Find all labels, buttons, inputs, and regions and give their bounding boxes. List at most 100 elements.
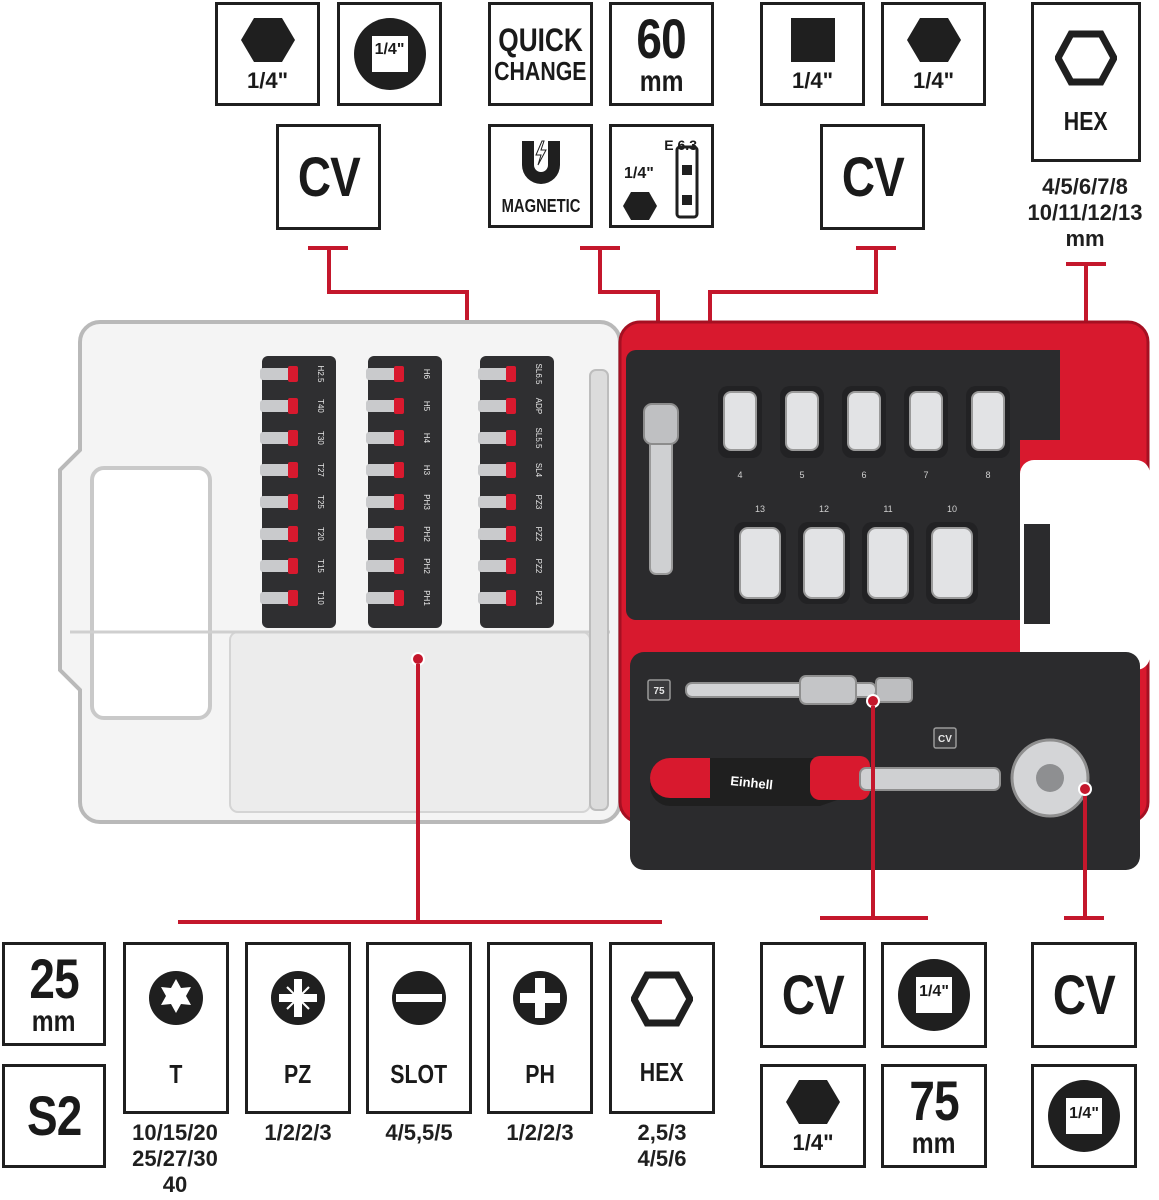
- bit: PZ3: [478, 494, 543, 510]
- square-ratchet-size: 1/4": [919, 983, 949, 1000]
- bit: PZ1: [478, 590, 543, 606]
- square-size-right: 1/4": [791, 68, 833, 93]
- bit-label: T30: [316, 431, 325, 445]
- square-adapter-box: 1/4": [1031, 1064, 1137, 1168]
- socket-size: 8: [985, 470, 990, 480]
- s2-steel-box: S2: [2, 1064, 106, 1168]
- socket-size: 6: [861, 470, 866, 480]
- toolkit-case: H2.5T40T30T27T25T20T15T10H6H5H4H3PH3PH2P…: [58, 320, 1150, 870]
- e63-box: E 6.3 1/4": [609, 124, 714, 228]
- bit: T25: [260, 494, 325, 510]
- hexagon-icon: [786, 1080, 840, 1124]
- bit-label: SL5.5: [534, 428, 543, 449]
- length-25-value: 25: [29, 947, 79, 1010]
- cv-badge: CV: [938, 734, 952, 745]
- length-75-unit: mm: [912, 1127, 956, 1160]
- hex-bit-size: 1/4": [246, 68, 288, 93]
- square-drive-spec-box: 1/4": [337, 2, 442, 106]
- ph-sizes: 1/2/2/3: [506, 1120, 574, 1145]
- cv-label: CV: [297, 145, 360, 208]
- bit: H4: [366, 430, 431, 446]
- hex-socket-sizes: 4/5/6/7/8 10/11/12/13 mm: [1027, 174, 1143, 251]
- slot-bit-box: SLOT: [366, 942, 472, 1114]
- bit: T10: [260, 590, 325, 606]
- square-drive-icon: [898, 959, 970, 1031]
- bit: T27: [260, 462, 325, 478]
- hex-label: HEX: [640, 1057, 684, 1087]
- bit: SL6.5: [478, 364, 543, 385]
- cv-label: CV: [781, 963, 845, 1026]
- hexagon-icon: [240, 18, 295, 62]
- bit: ADP: [478, 398, 543, 414]
- bit: PZ2: [478, 526, 543, 542]
- bit: T20: [260, 526, 325, 542]
- socket-size: 13: [755, 504, 765, 514]
- length-60-value: 60: [636, 7, 687, 70]
- cv-label: CV: [841, 145, 904, 208]
- length-60-box: 60 mm: [609, 2, 714, 106]
- socket: 8: [966, 386, 1010, 480]
- ph-bit-box: PH: [487, 942, 593, 1114]
- bit-label: ADP: [534, 398, 543, 414]
- hex-spec-box-right: 1/4": [881, 2, 986, 106]
- bit-label: SL6.5: [534, 364, 543, 385]
- hex-socket-box: HEX: [1031, 2, 1141, 162]
- quick-change-box: QUICK CHANGE: [488, 2, 593, 106]
- connector: [1083, 796, 1087, 920]
- cv-label: CV: [1052, 963, 1116, 1026]
- hex-bit-spec-box: 1/4": [215, 2, 320, 106]
- bit-label: H6: [422, 369, 431, 380]
- magnetic-label: MAGNETIC: [501, 196, 580, 216]
- connector: [327, 246, 331, 292]
- bit: PZ2: [478, 558, 543, 574]
- hexagon-icon: [623, 192, 657, 220]
- bit-label: H4: [422, 433, 431, 444]
- socket: 10: [926, 504, 978, 604]
- ext-badge: 75: [653, 686, 665, 697]
- socket-size: 4: [737, 470, 742, 480]
- bit: SL5.5: [478, 428, 543, 449]
- pointer-dot: [1078, 782, 1092, 796]
- hex-ratchet-size: 1/4": [792, 1130, 834, 1155]
- bit-label: T10: [316, 591, 325, 605]
- socket: 5: [780, 386, 824, 480]
- cv-adapter-box: CV: [1031, 942, 1137, 1048]
- bit-label: PZ3: [534, 495, 543, 510]
- quick-label: QUICK: [498, 22, 583, 58]
- bit-label: H5: [422, 401, 431, 412]
- e63-size: 1/4": [624, 165, 654, 182]
- connector: [598, 290, 658, 294]
- square-icon: [790, 18, 835, 62]
- square-ratchet-box: 1/4": [881, 942, 987, 1048]
- bit: H3: [366, 462, 431, 478]
- square-adapter-size: 1/4": [1069, 1105, 1099, 1122]
- bit-label: H3: [422, 465, 431, 476]
- cv-ratchet-box: CV: [760, 942, 866, 1048]
- bit: H2.5: [260, 366, 325, 383]
- connector: [710, 290, 878, 294]
- bit: T40: [260, 398, 325, 414]
- e63-label: E 6.3: [664, 137, 697, 153]
- cv-spec-box-right: CV: [820, 124, 925, 230]
- connector: [178, 920, 662, 924]
- torx-bit-box: T: [123, 942, 229, 1114]
- connector: [871, 706, 875, 920]
- slot-sizes: 4/5,5/5: [385, 1120, 453, 1145]
- torx-label: T: [169, 1059, 183, 1089]
- connector: [416, 664, 420, 924]
- phillips-icon: [513, 971, 567, 1025]
- bit: H6: [366, 366, 431, 382]
- socket: 7: [904, 386, 948, 480]
- square-drive-icon: [353, 18, 426, 90]
- bit: PH1: [366, 590, 431, 606]
- length-75-value: 75: [909, 1069, 959, 1132]
- ratchet-brand: Einhell: [730, 773, 774, 792]
- slotted-icon: [392, 971, 446, 1025]
- bit-label: T27: [316, 463, 325, 477]
- s2-label: S2: [26, 1084, 82, 1147]
- length-25-unit: mm: [32, 1005, 76, 1038]
- bit-label: T25: [316, 495, 325, 509]
- length-75-box: 75 mm: [881, 1064, 987, 1168]
- bit-strip-hex-ph: [368, 356, 442, 628]
- bit: T30: [260, 430, 325, 446]
